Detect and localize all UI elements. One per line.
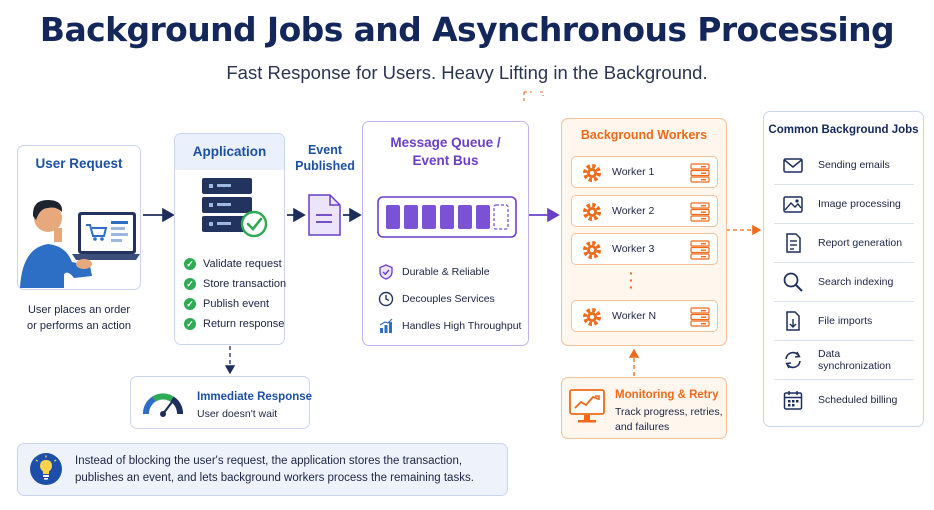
gear-icon (583, 203, 601, 221)
worker-card-2: Worker 2 (571, 195, 718, 227)
note-line2: publishes an event, and lets background … (75, 472, 474, 484)
note-box (17, 443, 508, 496)
calendar-icon (783, 390, 803, 410)
application-heading: Application (192, 144, 267, 159)
checkmark-icon: ✓ (184, 278, 196, 290)
job-item-search-indexing: Search indexing (774, 263, 914, 302)
worker-card-3: Worker 3 (571, 233, 718, 265)
monitoring-heading: Monitoring & Retry (615, 389, 719, 401)
job-item-sending-emails: Sending emails (774, 146, 914, 185)
gear-icon (583, 308, 601, 326)
app-step-4: ✓Return response (184, 316, 284, 332)
application-card (174, 133, 285, 345)
app-step-3: ✓Publish event (184, 296, 269, 312)
gear-icon (583, 164, 601, 182)
worker-card-n: Worker N (571, 300, 718, 332)
immediate-response-heading: Immediate Response (197, 391, 313, 403)
event-published-line2: Published (295, 159, 355, 173)
shield-icon (379, 264, 393, 280)
magnifier-icon (783, 272, 803, 292)
job-item-image-processing: Image processing (774, 185, 914, 224)
lightbulb-icon (30, 453, 62, 485)
event-published-line1: Event (307, 143, 343, 157)
monitoring-line2: and failures (615, 421, 670, 433)
worker-ellipsis: ··· (629, 265, 634, 295)
worker-card-1: Worker 1 (571, 156, 718, 188)
sync-icon (785, 351, 801, 369)
page-subtitle: Fast Response for Users. Heavy Lifting i… (226, 62, 708, 83)
server-icon (690, 307, 710, 327)
server-icon (690, 202, 710, 222)
file-import-icon (786, 311, 800, 331)
mq-feature-2: Decouples Services (378, 290, 495, 308)
message-queue-heading-2: Event Bus (412, 153, 479, 168)
app-step-1: ✓Validate request (184, 256, 282, 272)
note-line1: Instead of blocking the user's request, … (75, 455, 463, 467)
user-request-caption-1: User places an order (27, 304, 131, 316)
job-item-scheduled-billing: Scheduled billing (774, 380, 914, 419)
speedometer-icon (143, 393, 183, 417)
page-title: Background Jobs and Asynchronous Process… (39, 10, 895, 49)
checkmark-icon: ✓ (184, 318, 196, 330)
monitor-chart-icon (569, 389, 605, 423)
clock-icon (378, 291, 394, 307)
monitoring-line1: Track progress, retries, (615, 406, 723, 418)
image-icon (783, 196, 803, 213)
decorative-bracket (523, 91, 544, 104)
server-icon (690, 163, 710, 183)
queue-slots-icon (377, 196, 517, 238)
job-item-report-generation: Report generation (774, 224, 914, 263)
user-request-heading: User Request (35, 156, 123, 171)
user-at-laptop-illustration (20, 200, 140, 288)
immediate-response-subtext: User doesn't wait (197, 408, 278, 420)
user-request-caption-2: or performs an action (27, 320, 131, 332)
report-icon (786, 233, 801, 253)
mq-feature-3: Handles High Throughput (378, 317, 521, 335)
background-workers-heading: Background Workers (580, 128, 708, 142)
job-item-file-imports: File imports (774, 302, 914, 341)
gear-icon (583, 241, 601, 259)
job-item-data-synchronization: Data synchronization (774, 341, 914, 380)
checkmark-icon: ✓ (184, 258, 196, 270)
event-document-icon (308, 194, 341, 236)
server-check-icon (202, 178, 268, 238)
envelope-icon (783, 158, 803, 173)
checkmark-icon: ✓ (184, 298, 196, 310)
immediate-response-card (130, 376, 310, 429)
message-queue-heading-1: Message Queue / (390, 135, 501, 150)
mq-feature-1: Durable & Reliable (378, 263, 490, 281)
server-icon (690, 240, 710, 260)
bar-chart-icon (379, 318, 393, 333)
common-jobs-heading: Common Background Jobs (768, 124, 919, 136)
app-step-2: ✓Store transaction (184, 276, 286, 292)
